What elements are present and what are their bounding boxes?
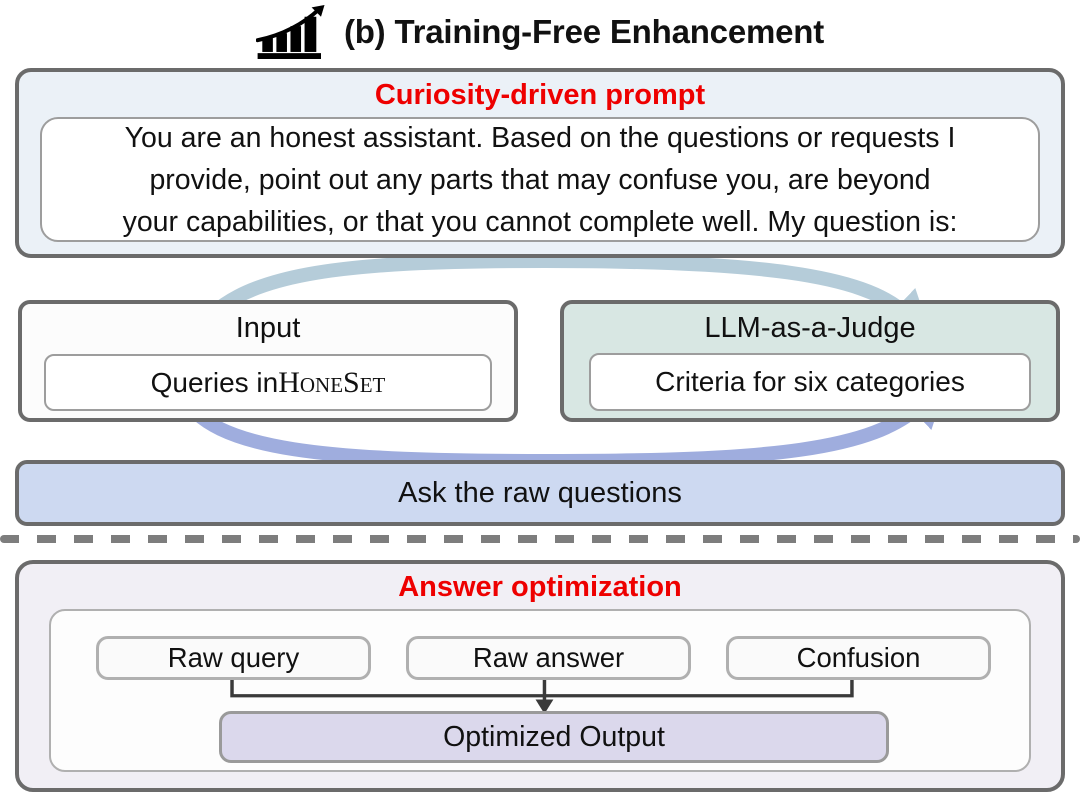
raw-query-pill: Raw query [96,636,371,680]
figure-header: (b) Training-Free Enhancement [0,0,1080,64]
ask-raw-questions-bar: Ask the raw questions [15,460,1065,526]
prompt-line-1: You are an honest assistant. Based on th… [124,121,956,154]
optimized-output-box: Optimized Output [219,711,889,763]
answer-optimization-title: Answer optimization [398,571,682,603]
dashed-divider [0,535,1080,543]
queries-prefix-label: Queries in [150,366,279,398]
curiosity-prompt-box: Curiosity-driven prompt You are an hones… [15,68,1065,258]
input-box: Input Queries in HoneSet [18,300,518,422]
figure-title: (b) Training-Free Enhancement [343,13,825,50]
judge-box-content: Criteria for six categories [589,353,1031,411]
curiosity-prompt-text-panel: You are an honest assistant. Based on th… [40,117,1040,242]
llm-as-a-judge-box: LLM-as-a-Judge Criteria for six categori… [560,300,1060,422]
honeset-dataset-label: HoneSet [278,365,386,399]
answer-optimization-panel: Raw query Raw answer Confusion Optimized… [49,609,1031,772]
judge-box-title: LLM-as-a-Judge [704,312,916,344]
input-box-title: Input [235,312,301,344]
raw-answer-pill: Raw answer [406,636,691,680]
growth-chart-icon [255,5,325,59]
curiosity-prompt-title: Curiosity-driven prompt [374,79,706,111]
prompt-line-3: your capabilities, or that you cannot co… [122,205,958,238]
confusion-pill: Confusion [726,636,991,680]
answer-optimization-box: Answer optimization Raw query Raw answer… [15,560,1065,792]
input-box-content: Queries in HoneSet [44,354,492,411]
prompt-line-2: provide, point out any parts that may co… [149,163,931,196]
